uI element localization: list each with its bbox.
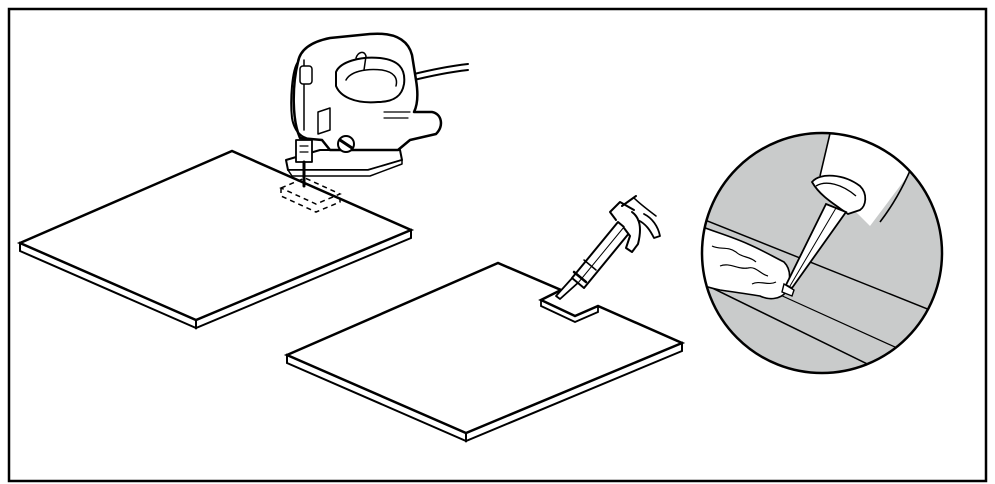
- jigsaw-icon: [285, 32, 469, 188]
- panel-board-uncut: [16, 149, 415, 330]
- caulk-gun-icon: [555, 195, 661, 300]
- cutout-marking-dashed: [279, 177, 342, 213]
- panel-board-notched: [283, 261, 686, 443]
